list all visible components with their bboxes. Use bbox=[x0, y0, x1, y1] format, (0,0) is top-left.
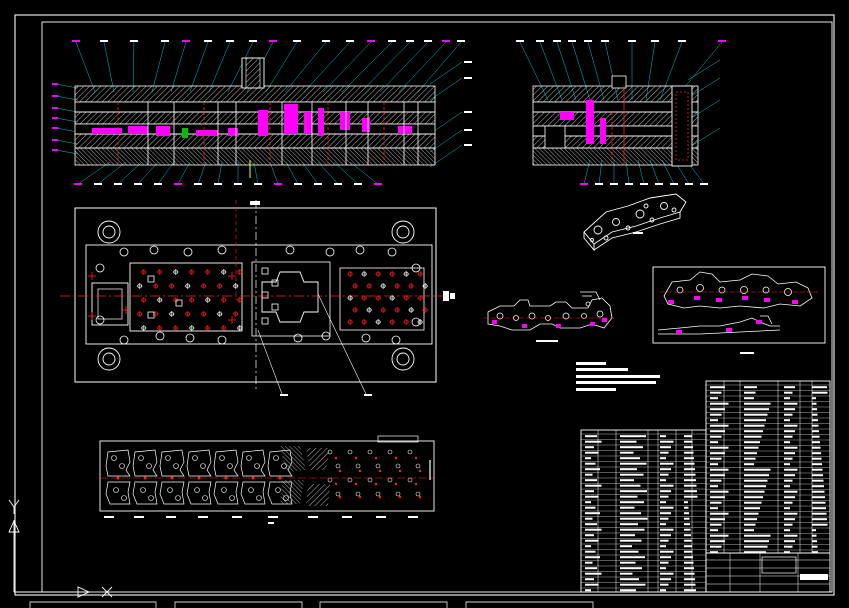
die-plan-view[interactable] bbox=[60, 200, 455, 396]
strip-dimension-ticks bbox=[104, 460, 431, 518]
drawing-frame bbox=[14, 14, 835, 596]
punch-lines bbox=[117, 102, 419, 165]
side-section-view[interactable] bbox=[516, 40, 726, 185]
front-section-view[interactable] bbox=[52, 40, 472, 185]
plan-holes bbox=[88, 245, 429, 345]
layout-tabs[interactable] bbox=[29, 601, 594, 608]
part-drawing-small[interactable] bbox=[484, 291, 614, 342]
technical-notes bbox=[576, 362, 660, 391]
strip-layout[interactable] bbox=[99, 435, 435, 524]
part-drawing-large[interactable] bbox=[652, 266, 826, 354]
ucs-axis-icon bbox=[8, 499, 113, 598]
title-block-bom[interactable] bbox=[580, 380, 831, 593]
cutting-inserts bbox=[92, 104, 412, 136]
strip-stations bbox=[105, 449, 422, 505]
part-isometric[interactable] bbox=[583, 193, 687, 252]
